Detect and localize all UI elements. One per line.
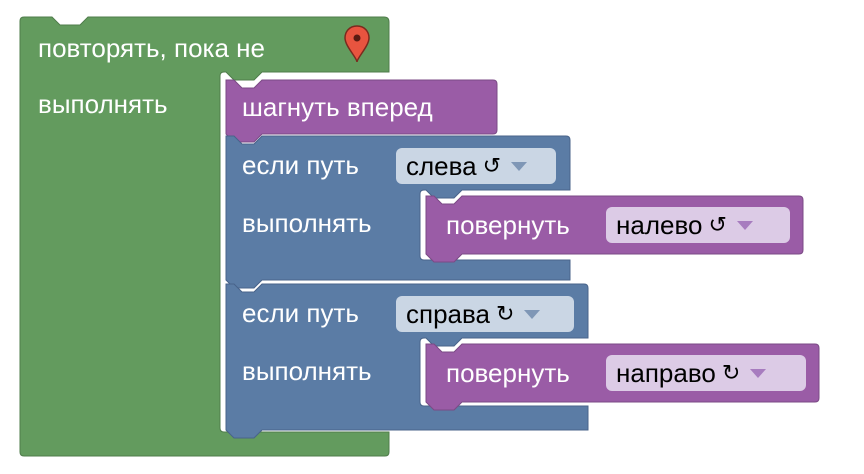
if-left-label: если путь — [242, 150, 359, 180]
if-left-do-label: выполнять — [242, 208, 372, 238]
chevron-down-icon — [750, 368, 767, 378]
map-pin-icon — [344, 25, 370, 63]
turn-right-label: повернуть — [446, 358, 570, 388]
repeat-do-label: выполнять — [38, 89, 168, 119]
path-right-dropdown[interactable]: справа ↻ — [396, 296, 574, 332]
if-right-label: если путь — [242, 298, 359, 328]
turn-left-dropdown-value: налево — [616, 209, 703, 240]
repeat-until-block[interactable] — [19, 16, 390, 457]
if-right-do-label: выполнять — [242, 356, 372, 386]
chevron-down-icon — [524, 309, 541, 319]
path-left-dropdown-value: слева — [406, 150, 477, 181]
turn-right-dropdown-value: направо — [616, 357, 716, 388]
move-forward-block[interactable] — [225, 79, 498, 143]
rotate-right-icon: ↻ — [495, 301, 515, 326]
rotate-left-icon: ↺ — [708, 212, 727, 237]
turn-right-dropdown[interactable]: направо ↻ — [606, 355, 806, 391]
repeat-until-label: повторять, пока не — [38, 33, 265, 63]
path-left-dropdown[interactable]: слева ↺ — [396, 148, 556, 184]
rotate-left-icon: ↺ — [482, 153, 502, 178]
chevron-down-icon — [736, 220, 753, 230]
turn-left-label: повернуть — [446, 210, 570, 240]
move-forward-label: шагнуть вперед — [242, 92, 433, 122]
path-right-dropdown-value: справа — [406, 298, 490, 329]
rotate-right-icon: ↻ — [721, 360, 741, 385]
turn-left-dropdown[interactable]: налево ↺ — [606, 207, 790, 243]
chevron-down-icon — [511, 161, 528, 171]
